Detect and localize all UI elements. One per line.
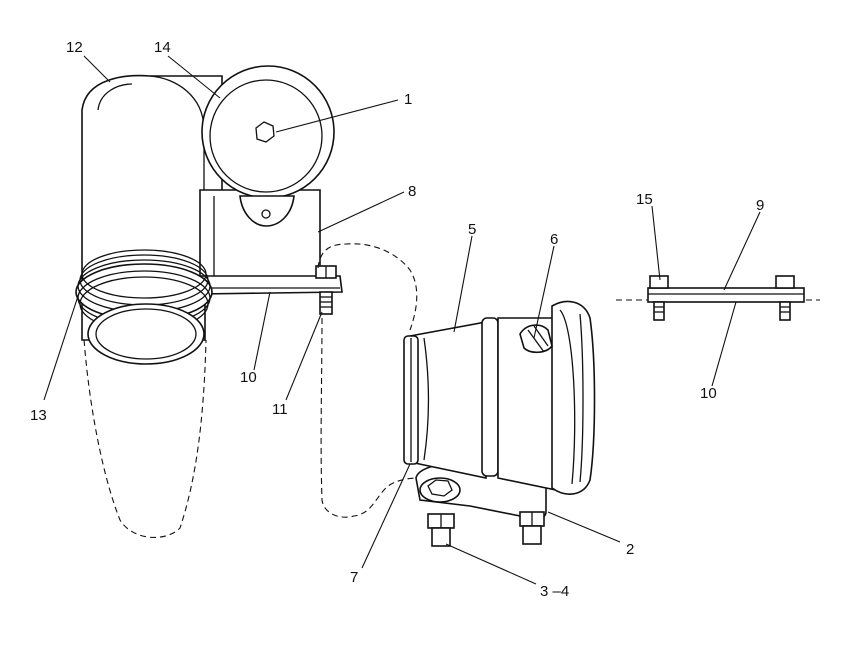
callout-11: 11 [272, 401, 288, 418]
callout-6: 6 [550, 231, 558, 248]
callout-labels: 1 2 3 –4 5 6 7 8 9 10 10 11 12 13 14 15 [30, 39, 764, 600]
callout-12: 12 [66, 39, 83, 56]
callout-3-4: 3 –4 [540, 583, 569, 600]
flange-detail [616, 275, 820, 321]
callout-8: 8 [408, 183, 416, 200]
elbow-assembly [75, 65, 343, 538]
callout-2: 2 [626, 541, 634, 558]
callout-5: 5 [468, 221, 476, 238]
callout-9: 9 [756, 197, 764, 214]
callout-15: 15 [636, 191, 653, 208]
callout-14: 14 [154, 39, 171, 56]
connection-outline [317, 243, 421, 518]
callout-13: 13 [30, 407, 47, 424]
leader-lines [43, 55, 761, 585]
callout-7: 7 [350, 569, 358, 586]
callout-10-right: 10 [700, 385, 717, 402]
callout-1: 1 [404, 91, 412, 108]
callout-10-left: 10 [240, 369, 257, 386]
outlet-assembly [403, 300, 596, 547]
